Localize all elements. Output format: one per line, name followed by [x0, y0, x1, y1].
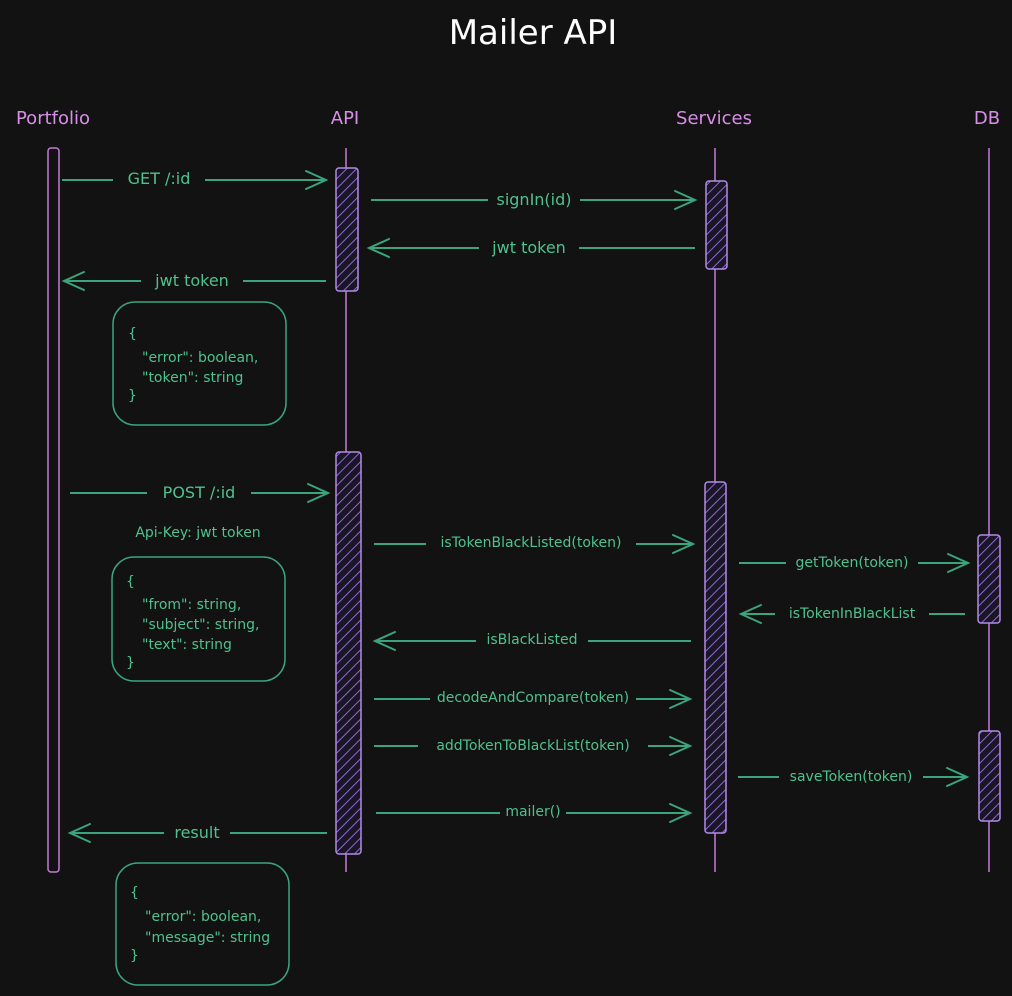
message-mailer-label: mailer() — [505, 804, 560, 820]
activation-services-2 — [704, 481, 727, 834]
note-mail-line-2: "from": string, — [142, 597, 241, 613]
message-is-blacklisted: isBlackListed — [372, 630, 691, 652]
message-mailer: mailer() — [376, 802, 693, 824]
message-get-token-label: getToken(token) — [796, 555, 909, 571]
activation-db-2 — [978, 730, 1001, 822]
message-result: result — [67, 821, 327, 843]
message-decode-and-compare-label: decodeAndCompare(token) — [437, 690, 629, 706]
note-result-response: { "error": boolean, "message": string } — [115, 862, 290, 986]
note-mail-line-4: "text": string — [142, 637, 232, 653]
message-is-token-in-blacklist-label: isTokenInBlackList — [789, 606, 916, 622]
message-post-id: POST /:id — [70, 481, 331, 503]
note-result-line-3: "message": string — [145, 930, 270, 946]
message-is-token-in-blacklist: isTokenInBlackList — [738, 603, 965, 625]
note-result-line-4: } — [130, 948, 139, 964]
message-get-id: GET /:id — [62, 168, 329, 190]
message-jwt-token-api-label: jwt token — [154, 271, 229, 290]
message-save-token: saveToken(token) — [738, 766, 970, 788]
activation-db-1 — [977, 534, 1001, 624]
message-jwt-token-services-label: jwt token — [491, 238, 566, 257]
actor-portfolio: Portfolio — [16, 108, 90, 129]
api-key-label: Api-Key: jwt token — [135, 525, 260, 541]
activation-api-2 — [335, 451, 362, 855]
activation-api-1 — [335, 167, 359, 292]
message-sign-in: signIn(id) — [371, 189, 698, 211]
message-add-token-to-blacklist: addTokenToBlackList(token) — [374, 735, 693, 757]
note-mail-line-3: "subject": string, — [142, 617, 259, 633]
message-post-id-label: POST /:id — [163, 483, 236, 502]
note-token-line-3: "token": string — [142, 370, 243, 386]
message-is-blacklisted-label: isBlackListed — [486, 632, 577, 648]
note-token-response: { "error": boolean, "token": string } — [112, 301, 287, 426]
message-get-token: getToken(token) — [739, 552, 971, 574]
message-save-token-label: saveToken(token) — [790, 769, 913, 785]
message-result-label: result — [174, 823, 219, 842]
note-token-line-2: "error": boolean, — [142, 350, 258, 366]
lifeline-portfolio — [47, 147, 60, 873]
note-mail-request: { "from": string, "subject": string, "te… — [111, 556, 286, 682]
diagram-title: Mailer API — [449, 13, 618, 53]
note-mail-line-1: { — [126, 574, 135, 590]
message-is-token-blacklisted: isTokenBlackListed(token) — [374, 533, 696, 555]
message-add-token-to-blacklist-label: addTokenToBlackList(token) — [436, 738, 629, 754]
actor-api: API — [331, 108, 359, 129]
message-jwt-token-services: jwt token — [366, 237, 695, 259]
note-token-line-4: } — [128, 388, 137, 404]
note-result-line-1: { — [130, 885, 139, 901]
note-result-line-2: "error": boolean, — [145, 909, 261, 925]
note-mail-line-5: } — [126, 655, 135, 671]
message-get-id-label: GET /:id — [128, 169, 191, 188]
message-sign-in-label: signIn(id) — [496, 190, 571, 209]
activation-services-1 — [705, 180, 728, 270]
message-jwt-token-api: jwt token — [61, 270, 326, 292]
message-is-token-blacklisted-label: isTokenBlackListed(token) — [441, 535, 622, 551]
actor-db: DB — [974, 108, 1000, 129]
note-token-line-1: { — [128, 326, 137, 342]
actor-services: Services — [676, 108, 752, 129]
message-decode-and-compare: decodeAndCompare(token) — [374, 688, 693, 710]
